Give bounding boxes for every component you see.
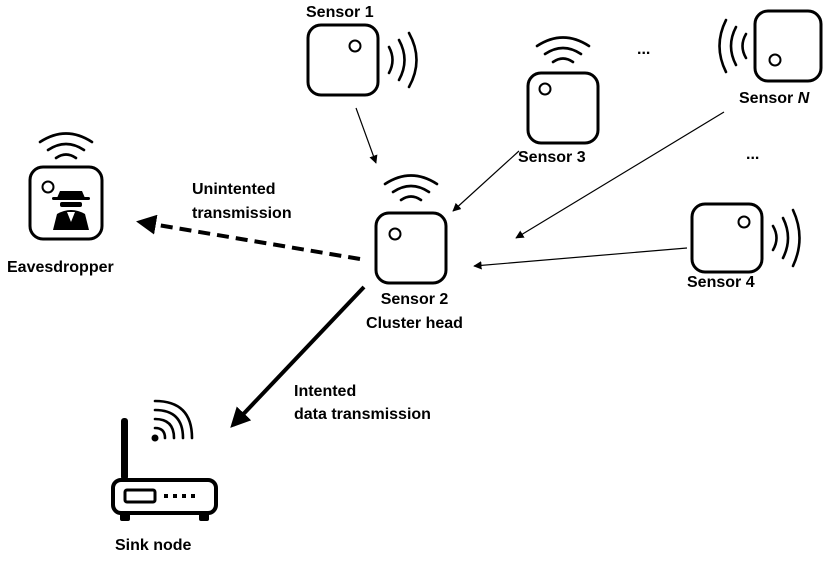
wifi-signal-icon — [38, 132, 94, 160]
sensor-3-label: Sensor 3 — [518, 149, 586, 166]
sensor-2-node — [374, 174, 448, 285]
sink-node-label: Sink node — [115, 537, 192, 554]
sensor-1-label: Sensor 1 — [306, 4, 374, 21]
intended-label-line1: Intented — [294, 383, 357, 400]
sensor-node-icon — [690, 202, 764, 274]
sink-node — [111, 399, 218, 521]
eavesdropper-node — [28, 132, 104, 241]
eavesdropper-label: Eavesdropper — [7, 259, 114, 276]
wifi-signal-icon — [387, 31, 418, 89]
ellipsis-right: ... — [746, 146, 760, 163]
cluster-head-label: Cluster head — [366, 315, 463, 332]
sensor-1-node — [306, 23, 418, 97]
sensor-node-icon — [374, 211, 448, 285]
edge-sensor4-to-ch — [473, 247, 688, 270]
intended-label-line2: data transmission — [294, 406, 431, 423]
edge-sensor3-to-ch — [452, 150, 520, 212]
sensor-3-node — [526, 36, 600, 145]
spy-icon — [52, 191, 90, 230]
unintended-label-line1: Unintented — [192, 181, 276, 198]
wifi-signal-icon — [535, 36, 591, 64]
sensor-4-label: Sensor 4 — [687, 274, 755, 291]
edge-unintended-transmission — [136, 214, 361, 261]
unintended-label-line2: transmission — [192, 205, 292, 222]
sensor-2-label: Sensor 2 — [380, 291, 449, 308]
wifi-signal-icon — [383, 174, 439, 202]
edge-sensorn-to-ch — [515, 111, 725, 239]
sensor-node-icon — [306, 23, 380, 97]
edge-sensor1-to-ch — [355, 107, 378, 164]
wifi-signal-icon — [771, 208, 801, 268]
ellipsis-top: ... — [637, 41, 651, 58]
sensor-n-label: Sensor N — [739, 90, 810, 107]
wifi-signal-icon — [718, 18, 748, 74]
sensor-node-icon — [526, 71, 600, 145]
router-icon — [111, 418, 218, 521]
sensor-node-icon — [753, 9, 823, 83]
sensor-4-node — [690, 202, 801, 274]
wifi-signal-icon — [151, 399, 194, 442]
sensor-n-node — [718, 9, 823, 83]
edge-intended-transmission — [230, 285, 366, 428]
